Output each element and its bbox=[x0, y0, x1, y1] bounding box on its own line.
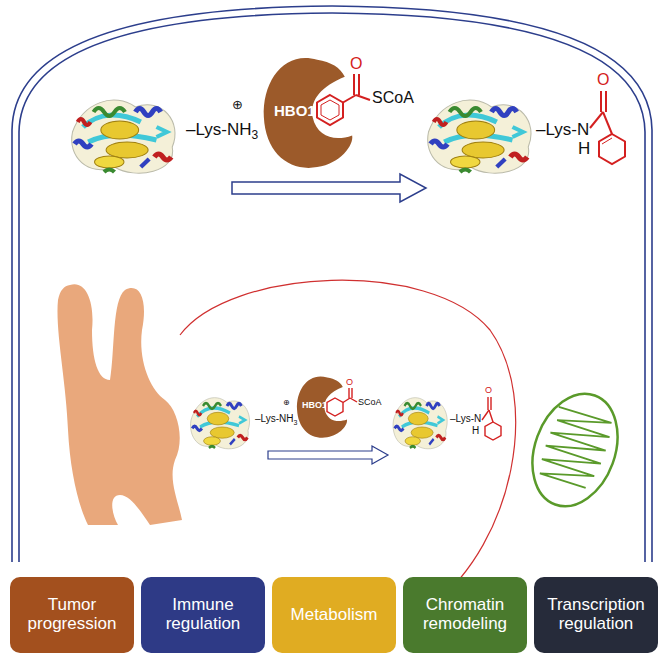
enzyme-name: HBO1 bbox=[302, 401, 327, 411]
enzyme-name: HBO1 bbox=[274, 103, 316, 120]
chemical-label: –Lys-N bbox=[450, 414, 481, 424]
function-box: Metabolism bbox=[272, 577, 396, 653]
chemical-label: O bbox=[350, 56, 362, 72]
chemical-label: SCoA bbox=[358, 398, 382, 407]
chemical-label: O bbox=[597, 72, 609, 88]
function-box: Tumor progression bbox=[10, 577, 134, 653]
chemical-label: H bbox=[578, 140, 590, 157]
function-label: Chromatin remodeling bbox=[409, 596, 521, 633]
function-label: Immune regulation bbox=[147, 596, 259, 633]
enzyme-blob: HBO1 bbox=[262, 50, 354, 172]
chemical-label: –Lys-N bbox=[536, 121, 589, 138]
function-box: Chromatin remodeling bbox=[403, 577, 527, 653]
enzyme-blob: HBO1 bbox=[296, 372, 348, 440]
chemical-label: H bbox=[472, 426, 479, 436]
chemical-label: 3 bbox=[252, 129, 259, 141]
function-box: Transcription regulation bbox=[534, 577, 658, 653]
chemical-label: SCoA bbox=[372, 90, 414, 106]
chemical-label: –Lys-NH bbox=[186, 121, 252, 138]
function-label: Tumor progression bbox=[16, 596, 128, 633]
chemical-label: ⊕ bbox=[283, 399, 290, 407]
chemical-label: O bbox=[485, 386, 492, 395]
function-label: Transcription regulation bbox=[540, 596, 652, 633]
chemical-label: ⊕ bbox=[232, 98, 243, 111]
chemical-label: 3 bbox=[294, 419, 298, 426]
chemical-label: –Lys-NH bbox=[255, 414, 294, 424]
function-label: Metabolism bbox=[291, 606, 378, 625]
chemical-label: O bbox=[346, 378, 353, 387]
function-box: Immune regulation bbox=[141, 577, 265, 653]
